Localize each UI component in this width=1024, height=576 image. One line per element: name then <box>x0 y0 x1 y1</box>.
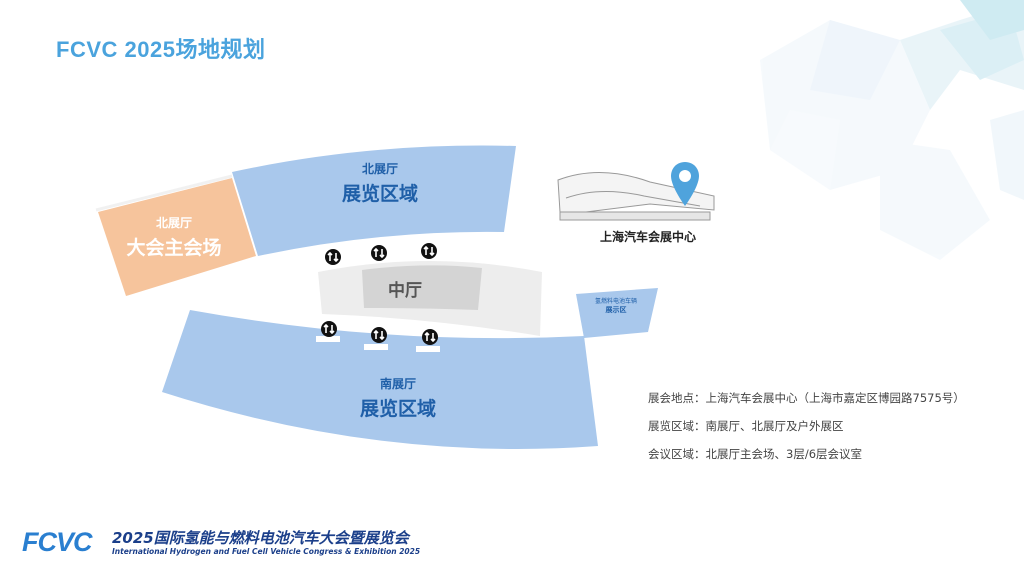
north-exhibit-hall-name: 北展厅 <box>361 162 398 176</box>
info-exhibit-area: 展览区域：南展厅、北展厅及户外展区 <box>648 419 844 433</box>
south-exhibit-zone <box>162 310 598 449</box>
north-exhibit-label: 北展厅 展览区域 <box>330 160 430 206</box>
fcvc-logo: FCVC <box>22 527 92 557</box>
north-exhibit-area-name: 展览区域 <box>341 183 418 205</box>
south-exhibit-label: 南展厅 展览区域 <box>348 375 448 421</box>
south-exhibit-hall-name: 南展厅 <box>379 377 416 391</box>
location-pin-icon <box>671 162 699 206</box>
hydrogen-vehicle-line1: 氢燃料电池车辆 <box>594 298 637 305</box>
info-conference-area: 会议区域：北展厅主会场、3层/6层会议室 <box>648 447 863 461</box>
venue-building-icon <box>557 172 715 221</box>
north-main-area-name: 大会主会场 <box>126 237 222 259</box>
north-main-venue-zone <box>98 178 256 296</box>
north-main-venue-label: 北展厅 大会主会场 <box>124 214 224 260</box>
hydrogen-vehicle-line2: 展示区 <box>605 306 627 314</box>
south-exhibit-area-name: 展览区域 <box>359 398 436 420</box>
hydrogen-vehicle-label: 氢燃料电池车辆 展示区 <box>586 297 646 315</box>
page-title: FCVC 2025场地规划 <box>56 37 266 62</box>
info-location: 展会地点：上海汽车会展中心（上海市嘉定区博园路7575号） <box>648 391 965 405</box>
north-main-hall-name: 北展厅 <box>155 216 192 230</box>
venue-name: 上海汽车会展中心 <box>600 230 697 244</box>
footer-title-en: International Hydrogen and Fuel Cell Veh… <box>112 547 421 556</box>
footer-title-cn: 2025国际氢能与燃料电池汽车大会暨展览会 <box>112 529 409 547</box>
middle-hall-zone <box>362 265 482 310</box>
hydrogen-vehicle-zone <box>576 288 658 338</box>
north-exhibit-zone <box>232 145 516 256</box>
middle-hall-label: 中厅 <box>388 281 422 301</box>
